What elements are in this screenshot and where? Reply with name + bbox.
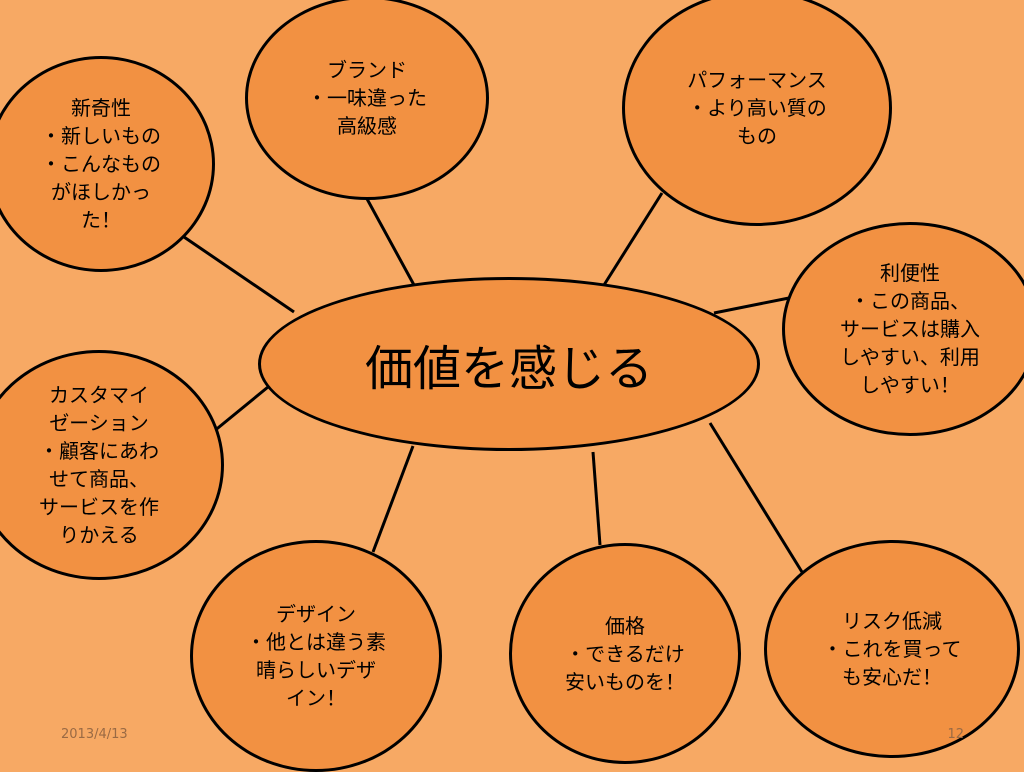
node-performance-line: パフォーマンス <box>687 68 827 92</box>
node-novelty-line: た！ <box>81 208 121 232</box>
node-novelty-line: ・こんなもの <box>41 152 161 176</box>
node-convenience-line: しやすい、利用 <box>840 345 980 369</box>
node-convenience-line: 利便性 <box>880 261 940 285</box>
node-performance-line: もの <box>737 124 777 148</box>
node-design-line: ・他とは違う素 <box>246 630 386 654</box>
node-risk-line: リスク低減 <box>842 609 942 633</box>
node-design-line: デザイン <box>276 602 356 626</box>
node-convenience: 利便性 ・この商品、 サービスは購入 しやすい、利用 しやすい！ <box>782 222 1024 436</box>
node-brand: ブランド ・一味違った 高級感 <box>245 0 489 200</box>
node-design: デザイン ・他とは違う素 晴らしいデザ イン！ <box>190 540 442 772</box>
node-customization-line: カスタマイ <box>49 383 149 407</box>
node-performance: パフォーマンス ・より高い質の もの <box>622 0 892 226</box>
node-customization: カスタマイ ゼーション ・顧客にあわ せて商品、 サービスを作 りかえる <box>0 350 224 580</box>
node-performance-line: ・より高い質の <box>687 96 827 120</box>
connector-price <box>591 451 602 546</box>
node-brand-line: 高級感 <box>337 114 397 138</box>
node-price-line: 価格 <box>605 613 645 638</box>
node-customization-line: サービスを作 <box>39 495 159 519</box>
connector-brand <box>364 196 416 286</box>
center-node-value: 価値を感じる <box>258 277 760 451</box>
node-customization-line: せて商品、 <box>49 467 149 491</box>
node-convenience-line: サービスは購入 <box>840 317 980 341</box>
node-risk-line: ・これを買って <box>822 637 962 661</box>
connector-novelty <box>183 235 295 314</box>
center-label: 価値を感じる <box>364 341 653 397</box>
footer-date: 2013/4/13 <box>61 727 128 742</box>
node-design-line: イン！ <box>286 686 346 710</box>
node-price: 価格 ・できるだけ 安いものを！ <box>509 543 741 764</box>
connector-customization <box>212 385 269 434</box>
connector-performance <box>602 192 664 286</box>
node-design-line: 晴らしいデザ <box>256 658 376 682</box>
connector-convenience <box>713 296 790 315</box>
node-brand-line: ブランド <box>327 58 407 82</box>
node-brand-line: ・一味違った <box>307 86 427 110</box>
connector-design <box>371 445 415 553</box>
node-convenience-line: ・この商品、 <box>850 289 970 313</box>
node-price-line: ・できるだけ <box>565 641 685 666</box>
node-convenience-line: しやすい！ <box>860 373 960 397</box>
node-customization-line: ゼーション <box>49 411 149 435</box>
node-novelty-line: ・新しいもの <box>41 124 161 148</box>
node-novelty: 新奇性 ・新しいもの ・こんなもの がほしかっ た！ <box>0 56 215 272</box>
footer-page-number: 12 <box>947 727 964 742</box>
node-risk-line: も安心だ！ <box>842 665 942 689</box>
node-customization-line: りかえる <box>59 523 139 547</box>
node-novelty-line: がほしかっ <box>51 180 151 204</box>
node-novelty-line: 新奇性 <box>71 96 131 120</box>
node-risk: リスク低減 ・これを買って も安心だ！ <box>764 540 1020 758</box>
node-customization-line: ・顧客にあわ <box>39 439 159 463</box>
connector-risk <box>708 422 804 573</box>
node-price-line: 安いものを！ <box>565 669 685 694</box>
